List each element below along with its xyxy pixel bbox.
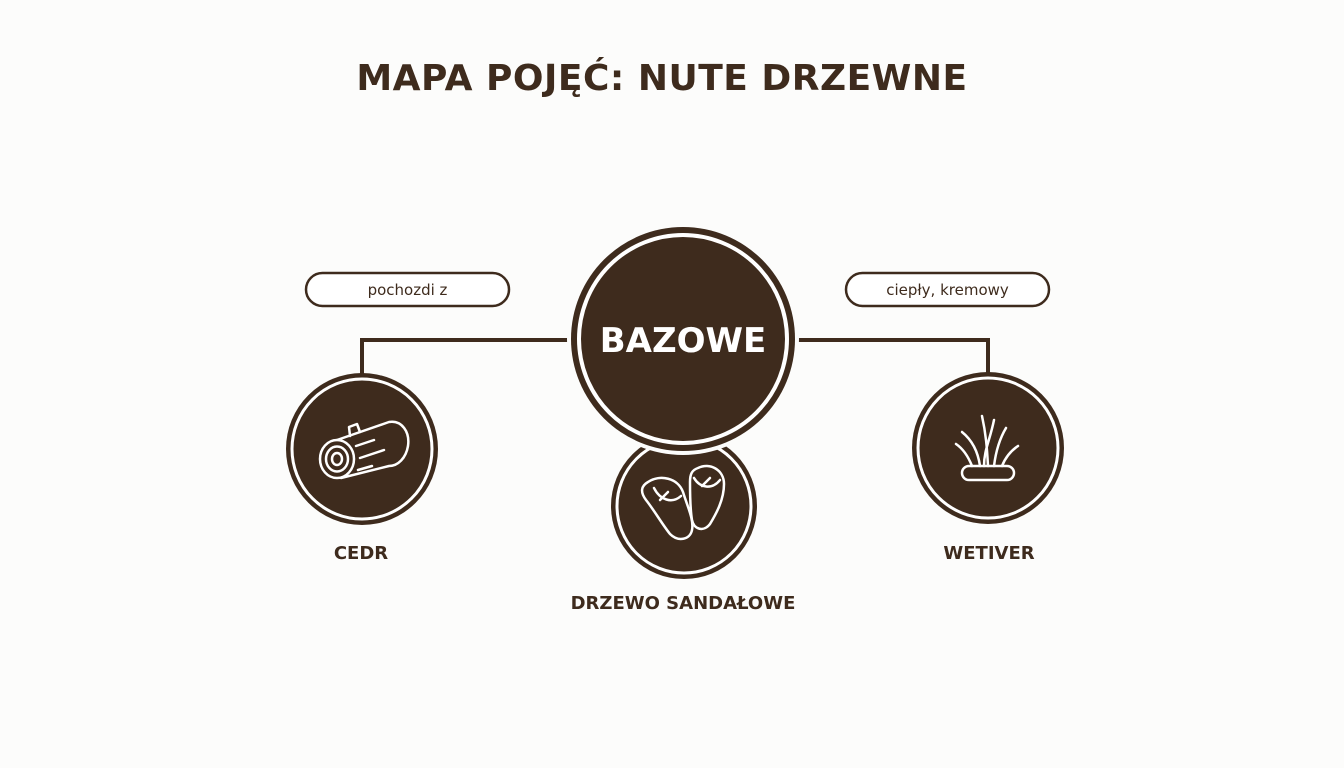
edge-label-right-text: ciepły, kremowy [886,281,1009,299]
edge-label-left-text: pochozdi z [368,281,448,299]
node-cedar: CEDR [286,373,438,564]
log-icon [318,420,410,480]
grass-icon [954,414,1020,482]
node-sandalwood [611,433,757,579]
edge-label-left: pochozdi z [304,271,511,308]
node-sandalwood-label: DRZEWO SANDAŁOWE [571,593,796,614]
sandals-icon [640,464,726,541]
connectors [360,338,990,376]
node-vetiver-label: WETIVER [943,543,1034,564]
edge-label-right: ciepły, kremowy [844,271,1051,308]
connector-cedar [360,338,570,376]
diagram-title: MAPA POJĘĆ: NUTE DRZEWNE [356,57,967,99]
node-cedar-label: CEDR [334,543,388,564]
connector-vetiver [796,338,990,376]
center-node: BAZOWE [567,223,799,455]
center-label: BAZOWE [600,321,767,361]
node-vetiver: WETIVER [912,372,1064,564]
